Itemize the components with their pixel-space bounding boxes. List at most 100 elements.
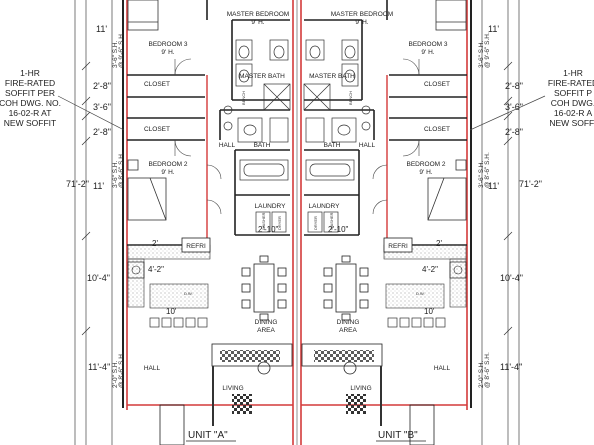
room-bedroom3-b: BEDROOM 3 bbox=[408, 41, 447, 48]
svg-text:3'-6" S.H.: 3'-6" S.H. bbox=[112, 40, 119, 68]
dim-left-3-6: 3'-6" bbox=[93, 102, 111, 112]
dim-right-11: 11' bbox=[488, 24, 499, 34]
room-dining-a: DINING bbox=[255, 319, 278, 326]
svg-text:@ 9'-6" S.H.: @ 9'-6" S.H. bbox=[118, 32, 125, 68]
svg-text:3'-6" S.H.: 3'-6" S.H. bbox=[478, 40, 485, 68]
svg-text:NEW SOFFIT: NEW SOFFIT bbox=[4, 118, 56, 128]
svg-text:3'-6" S.H.: 3'-6" S.H. bbox=[478, 160, 485, 188]
room-closet-b1: CLOSET bbox=[424, 81, 450, 88]
soffit-leader-right bbox=[469, 95, 546, 131]
unit-a-label: UNIT "A" bbox=[188, 430, 228, 441]
room-refri-b: REFRI bbox=[388, 243, 408, 250]
svg-text:16-02-R A: 16-02-R A bbox=[554, 108, 593, 118]
dw-label-b: D.W. bbox=[416, 291, 425, 296]
dw-label-a: D.W. bbox=[184, 291, 193, 296]
dim-right-2-8b: 2'-8" bbox=[505, 127, 523, 137]
room-area-b: AREA bbox=[339, 327, 357, 334]
svg-text:@ 8'-6" S.H.: @ 8'-6" S.H. bbox=[118, 352, 125, 388]
washer-label-a: WASHER bbox=[261, 212, 266, 230]
dim-left-11b: 11' bbox=[93, 181, 104, 191]
dim-inner-10-b: 10' bbox=[424, 307, 435, 316]
bed-furniture bbox=[127, 0, 467, 221]
room-bedroom3-a: BEDROOM 3 bbox=[148, 41, 187, 48]
exterior-walls bbox=[74, 0, 520, 445]
room-bedroom3-height-a: 9' H. bbox=[161, 49, 174, 56]
room-closet-b2: CLOSET bbox=[424, 126, 450, 133]
dim-inner-4-2-b: 4'-2" bbox=[422, 265, 438, 274]
sill-heights: 3'-6" S.H. @ 9'-6" S.H. 3'-6" S.H. @ 8'-… bbox=[112, 32, 491, 388]
soffit-leader-left bbox=[57, 95, 125, 131]
svg-text:@ 8'-6" S.H.: @ 8'-6" S.H. bbox=[484, 152, 491, 188]
room-bedroom2-height-b: 9' H. bbox=[419, 169, 432, 176]
room-hall-b: HALL bbox=[359, 142, 376, 149]
soffit-note-right: 1-HR FIRE-RATED SOFFIT P COH DWG. 16-02-… bbox=[548, 68, 594, 128]
svg-text:FIRE-RATED: FIRE-RATED bbox=[5, 78, 55, 88]
bench-label-b: BENCH bbox=[348, 91, 353, 105]
dim-left-11-4: 11'-4" bbox=[88, 362, 110, 372]
dim-right-71-2: 71'-2" bbox=[519, 179, 542, 189]
dim-right-10-4: 10'-4" bbox=[500, 273, 523, 283]
room-living-b: LIVING bbox=[350, 385, 371, 392]
svg-text:1-HR: 1-HR bbox=[20, 68, 40, 78]
dim-inner-2-b: 2' bbox=[436, 239, 442, 248]
dryer-label-a: DRYER bbox=[277, 216, 282, 230]
room-hall-a: HALL bbox=[219, 142, 236, 149]
dining-tables bbox=[241, 255, 369, 321]
svg-text:COH DWG. NO.: COH DWG. NO. bbox=[0, 98, 61, 108]
svg-text:2'-0" S.H.: 2'-0" S.H. bbox=[478, 360, 485, 388]
laundry-appliances bbox=[255, 211, 339, 233]
room-bath-b: BATH bbox=[324, 142, 341, 149]
dim-left-2-8b: 2'-8" bbox=[93, 127, 111, 137]
room-master-bedroom-b: MASTER BEDROOM bbox=[331, 11, 393, 18]
room-bedroom2-b: BEDROOM 2 bbox=[406, 161, 445, 168]
room-area-a: AREA bbox=[257, 327, 275, 334]
room-master-bath-b: MASTER BATH bbox=[309, 73, 355, 80]
room-hall-b2: HALL bbox=[434, 365, 451, 372]
room-closet-a2: CLOSET bbox=[144, 126, 170, 133]
room-bedroom2-height-a: 9' H. bbox=[161, 169, 174, 176]
svg-text:SOFFIT PER: SOFFIT PER bbox=[5, 88, 55, 98]
svg-text:COH DWG.: COH DWG. bbox=[551, 98, 594, 108]
room-living-a: LIVING bbox=[222, 385, 243, 392]
dim-left-11: 11' bbox=[96, 24, 107, 34]
room-laundry-a: LAUNDRY bbox=[255, 203, 287, 210]
room-dining-b: DINING bbox=[337, 319, 360, 326]
svg-text:3'-6" S.H.: 3'-6" S.H. bbox=[112, 160, 119, 188]
svg-text:FIRE-RATED: FIRE-RATED bbox=[548, 78, 594, 88]
dim-left-2-8: 2'-8" bbox=[93, 81, 111, 91]
dim-inner-10-a: 10' bbox=[166, 307, 177, 316]
soffit-note-left: 1-HR FIRE-RATED SOFFIT PER COH DWG. NO. … bbox=[0, 68, 61, 128]
svg-text:@ 8'-6" S.H.: @ 8'-6" S.H. bbox=[118, 152, 125, 188]
room-bedroom3-height-b: 9' H. bbox=[421, 49, 434, 56]
svg-text:SOFFIT P: SOFFIT P bbox=[554, 88, 592, 98]
room-closet-a1: CLOSET bbox=[144, 81, 170, 88]
dim-inner-4-2-a: 4'-2" bbox=[148, 265, 164, 274]
dim-right-11b: 11' bbox=[488, 181, 499, 191]
svg-text:@ 9'-6" S.H.: @ 9'-6" S.H. bbox=[484, 32, 491, 68]
living-furniture bbox=[159, 343, 435, 445]
dim-inner-2-a: 2' bbox=[152, 239, 158, 248]
dimension-lines bbox=[81, 0, 513, 445]
room-master-bath-a: MASTER BATH bbox=[239, 73, 285, 80]
dim-left-10-4: 10'-4" bbox=[87, 273, 110, 283]
unit-b-label: UNIT "B" bbox=[378, 430, 418, 441]
room-master-height-b: 9' H. bbox=[355, 19, 368, 26]
room-bath-a: BATH bbox=[254, 142, 271, 149]
room-bedroom2-a: BEDROOM 2 bbox=[148, 161, 187, 168]
room-laundry-b: LAUNDRY bbox=[309, 203, 341, 210]
bath-fixtures bbox=[223, 39, 371, 181]
washer-label-b: WASHER bbox=[329, 212, 334, 230]
dim-right-11-4: 11'-4" bbox=[500, 362, 522, 372]
bench-label-a: BENCH bbox=[241, 91, 246, 105]
room-refri-a: REFRI bbox=[186, 243, 206, 250]
svg-text:@ 8'-6" S.H.: @ 8'-6" S.H. bbox=[484, 352, 491, 388]
room-hall-a2: HALL bbox=[144, 365, 161, 372]
kitchen-counters bbox=[127, 237, 467, 328]
svg-text:16-02-R AT: 16-02-R AT bbox=[9, 108, 52, 118]
door-swings bbox=[174, 58, 420, 215]
room-master-bedroom-a: MASTER BEDROOM bbox=[227, 11, 289, 18]
dim-right-3-6: 3'-6" bbox=[505, 102, 523, 112]
dim-left-71-2: 71'-2" bbox=[66, 179, 89, 189]
svg-text:2'-0" S.H.: 2'-0" S.H. bbox=[112, 360, 119, 388]
